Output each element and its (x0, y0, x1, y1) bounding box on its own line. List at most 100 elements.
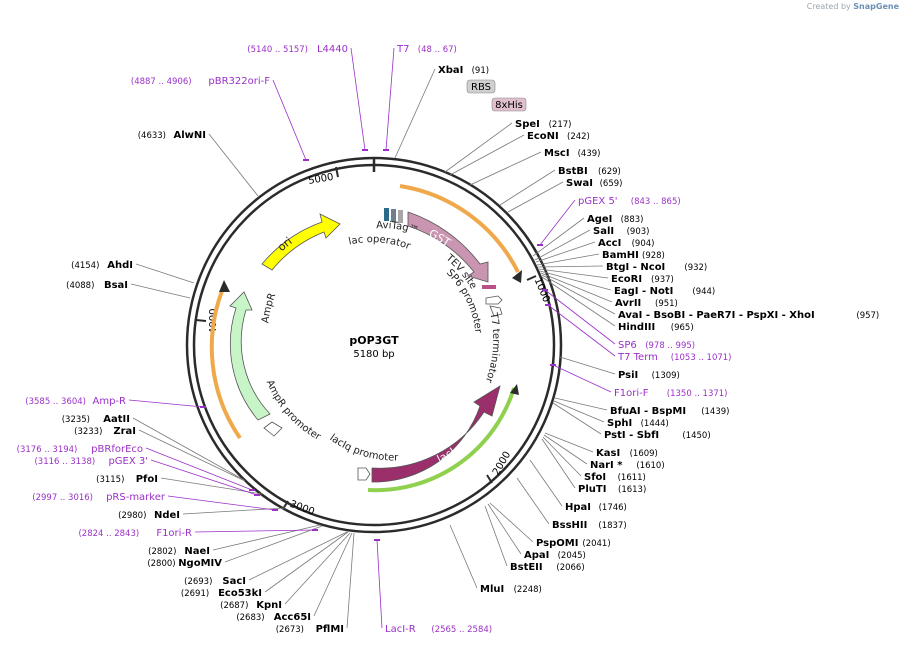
site-label-15[interactable]: (965)HindIII (618, 322, 694, 333)
site-label-40[interactable]: (3235)AatII (62, 414, 130, 425)
site-label-11[interactable]: (937)EcoRI (611, 274, 674, 285)
primer-label-12[interactable]: (3585 .. 3604)Amp-R (25, 396, 126, 407)
primer-label-10[interactable]: (3116 .. 3138)pGEX 3' (34, 456, 148, 467)
orf-ampr-arc (209, 285, 242, 440)
feature-label-lacIq-promoter: lacIq promoter (328, 432, 400, 463)
primer-leader-11 (145, 447, 253, 491)
site-pos-3: (439) (578, 149, 601, 159)
primer-marker-4 (542, 289, 548, 291)
site-label-18[interactable]: (1444)SphI (607, 418, 669, 429)
site-label-29[interactable]: (2248)MluI (480, 584, 542, 595)
site-label-41[interactable]: (4088)BsaI (66, 280, 128, 291)
primer-name-7: LacI-R (385, 624, 416, 635)
site-pos-34: (2693) (184, 577, 212, 587)
primer-pos-1: (48 .. 67) (418, 45, 457, 55)
site-pos-16: (1309) (652, 371, 680, 381)
site-pos-30: (2673) (276, 625, 304, 635)
site-leader-21 (543, 434, 588, 465)
site-leader-35 (224, 525, 323, 563)
site-label-30[interactable]: (2673)PflMI (276, 624, 344, 635)
site-label-39[interactable]: (3233)ZraI (74, 426, 136, 437)
site-label-12[interactable]: (944)EagI - NotI (614, 286, 715, 297)
orf-laci-arrowhead (510, 384, 519, 395)
site-pos-33: (2691) (181, 589, 209, 599)
primer-pos-10: (3116 .. 3138) (34, 457, 95, 467)
primer-label-1[interactable]: (48 .. 67)T7 (396, 44, 457, 55)
primer-label-3[interactable]: (843 .. 865)pGEX 5' (578, 196, 681, 207)
site-label-3[interactable]: (439)MscI (544, 148, 600, 159)
primer-label-11[interactable]: (3176 .. 3194)pBRforEco (17, 444, 143, 455)
primer-label-2[interactable]: (4887 .. 4906)pBR322ori-F (131, 76, 270, 87)
site-label-24[interactable]: (1746)HpaI (565, 502, 627, 513)
site-label-20[interactable]: (1609)KasI (596, 448, 658, 459)
site-label-14[interactable]: (957)AvaI - BsoBI - PaeR7I - PspXI - Xho… (618, 310, 879, 321)
site-label-2[interactable]: (242)EcoNI (527, 131, 590, 142)
site-label-21[interactable]: (1610)NarI * (590, 460, 665, 471)
site-label-10[interactable]: (932)BtgI - NcoI (606, 262, 707, 273)
primer-marker-1 (383, 149, 389, 151)
site-pos-24: (1746) (599, 503, 627, 513)
site-label-43[interactable]: (4633)AlwNI (138, 130, 206, 141)
primer-label-9[interactable]: (2997 .. 3016)pRS-marker (32, 492, 166, 503)
site-leader-33 (264, 531, 349, 593)
site-name-35: NgoMIV (178, 558, 222, 569)
primer-leader-8 (194, 529, 316, 533)
site-pos-18: (1444) (641, 419, 669, 429)
site-label-38[interactable]: (3115)PfoI (96, 474, 158, 485)
site-pos-31: (2683) (236, 613, 264, 623)
site-label-28[interactable]: (2066)BstEII (510, 562, 585, 573)
site-label-26[interactable]: (2041)PspOMI (536, 538, 611, 549)
site-name-42: AhdI (107, 260, 133, 271)
site-label-34[interactable]: (2693)SacI (184, 576, 246, 587)
site-label-32[interactable]: (2687)KpnI (220, 600, 282, 611)
site-label-8[interactable]: (904)AccI (598, 238, 654, 249)
site-label-4[interactable]: (629)BstBI (558, 166, 621, 177)
site-leader-4 (499, 169, 556, 206)
site-label-36[interactable]: (2802)NaeI (148, 546, 210, 557)
site-label-19[interactable]: (1450)PstI - SbfI (604, 430, 711, 441)
plasmid-name: pOP3GT (349, 334, 399, 347)
site-leader-31 (313, 532, 353, 617)
site-label-7[interactable]: (903)SalI (593, 226, 649, 237)
ruler-tick-3000: 3000 (282, 499, 316, 518)
site-label-31[interactable]: (2683)Acc65I (236, 612, 311, 623)
site-label-25[interactable]: (1837)BssHII (552, 520, 627, 531)
site-label-13[interactable]: (951)AvrII (615, 298, 678, 309)
primer-label-4[interactable]: (978 .. 995)SP6 (618, 340, 695, 351)
primer-label-0[interactable]: (5140 .. 5157)L4440 (247, 44, 348, 55)
site-label-9[interactable]: (928)BamHI (602, 250, 665, 261)
primer-label-7[interactable]: (2565 .. 2584) LacI-R (385, 624, 492, 635)
site-label-0[interactable]: (91)XbaI (438, 65, 489, 76)
primer-pos-12: (3585 .. 3604) (25, 397, 86, 407)
primer-name-6: F1ori-F (614, 388, 649, 399)
site-name-43: AlwNI (174, 130, 207, 141)
orf-ampr-arrowhead (219, 280, 230, 292)
site-label-42[interactable]: (4154)AhdI (71, 260, 133, 271)
site-label-5[interactable]: (659)SwaI (566, 178, 622, 189)
site-leader-7 (534, 229, 591, 261)
site-label-27[interactable]: (2045)ApaI (524, 550, 586, 561)
site-pos-1: (217) (549, 120, 572, 130)
site-label-1[interactable]: (217)SpeI (515, 119, 571, 130)
primer-label-5[interactable]: (1053 .. 1071)T7 Term (617, 352, 732, 363)
site-leader-42 (135, 263, 195, 284)
site-leader-43 (208, 133, 259, 197)
site-label-6[interactable]: (883)AgeI (587, 214, 643, 225)
boxed-label-rbs: RBS (466, 79, 496, 94)
primer-pos-7: (2565 .. 2584) (431, 625, 492, 635)
site-leader-41 (130, 283, 191, 299)
primer-label-8[interactable]: (2824 .. 2843)F1ori-R (78, 528, 192, 539)
site-pos-29: (2248) (514, 585, 542, 595)
site-label-16[interactable]: (1309)PsiI (618, 370, 680, 381)
site-leader-40 (132, 417, 245, 481)
site-leader-3 (469, 151, 542, 186)
site-label-37[interactable]: (2980)NdeI (118, 510, 180, 521)
site-leader-27 (487, 503, 522, 555)
site-label-23[interactable]: (1613)PluTI (578, 484, 646, 495)
site-label-17[interactable]: (1439)BfuAI - BspMI (610, 406, 729, 417)
site-label-33[interactable]: (2691)Eco53kI (181, 588, 262, 599)
site-label-22[interactable]: (1611)SfoI (584, 472, 646, 483)
site-label-35[interactable]: (2800)NgoMIV (147, 558, 222, 569)
primer-name-4: SP6 (618, 340, 637, 351)
primer-label-6[interactable]: (1350 .. 1371)F1ori-F (614, 388, 728, 399)
